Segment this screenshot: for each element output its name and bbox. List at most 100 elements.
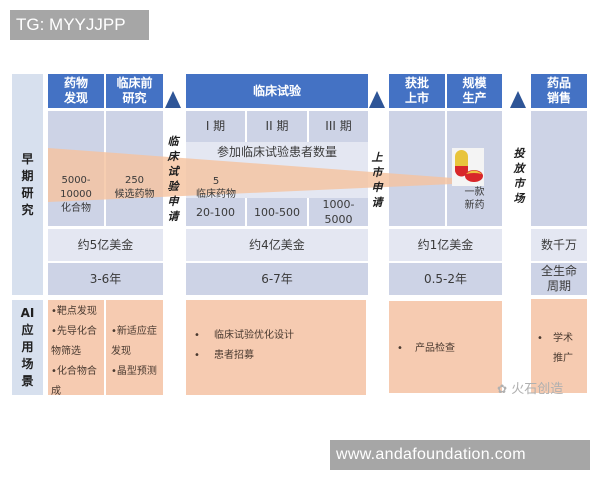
milestone-launch-label: 投 放 市 场: [512, 146, 526, 206]
ai-item: •靶点发现: [51, 306, 97, 317]
header-discovery-line2: 发现: [63, 91, 88, 105]
milestone-ind-char: 验: [167, 180, 179, 193]
phase-3: III 期: [309, 111, 368, 142]
bullet-icon: •: [537, 333, 543, 344]
ai-item: •晶型预测: [111, 366, 157, 377]
header-preclinical-line1: 临床前: [116, 76, 153, 90]
milestone-ind-char: 临: [167, 135, 179, 148]
ai-item: •新适应症: [111, 326, 157, 337]
ai-item: • 患者招募: [194, 346, 358, 366]
milestone-nda-char: 上: [371, 151, 383, 164]
header-approval: 获批上市: [389, 74, 445, 108]
top-watermark: TG: MYYJJPP: [10, 10, 149, 40]
header-sales-line2: 销售: [546, 91, 571, 105]
clinical-drug-count-unit: 临床药物: [196, 189, 236, 200]
header-preclinical-line2: 研究: [122, 91, 147, 105]
milestone-nda-char: 申: [371, 181, 383, 194]
ai-item-text: 患者招募: [214, 350, 254, 361]
patients-phase-3: 1000-5000: [309, 198, 368, 226]
wechat-icon: ✿: [497, 382, 508, 396]
ai-clinical: • 临床试验优化设计 • 患者招募: [186, 300, 366, 395]
ai-item-text: 学术推广: [553, 329, 573, 369]
duration-clinical: 6-7年: [186, 263, 368, 295]
ai-item: •先导化合: [51, 326, 97, 337]
row-label-early-research: 早期研究: [12, 74, 43, 295]
ai-item: •产品检查: [397, 339, 494, 359]
clinical-drug-count: 5 临床药物: [186, 175, 246, 201]
ai-item-text: 临床试验优化设计: [214, 330, 294, 341]
phase-1: I 期: [186, 111, 245, 142]
cost-sales: 数千万: [531, 229, 587, 261]
milestone-launch-char: 场: [513, 192, 525, 205]
ai-sales: • 学术推广: [531, 299, 587, 393]
row-label-early-text: 早期研究: [21, 151, 34, 217]
milestone-ind-char: 试: [167, 165, 179, 178]
cost-approval: 约1亿美金: [389, 229, 502, 261]
cost-clinical: 约4亿美金: [186, 229, 368, 261]
cell-approval-body: [389, 111, 445, 226]
milestone-triangle-launch: [510, 91, 526, 108]
ai-approval: •产品检查: [389, 301, 502, 393]
brand-watermark-text: 火石创造: [511, 382, 564, 397]
header-sales: 药品销售: [531, 74, 587, 108]
milestone-ind-char: 请: [167, 210, 179, 223]
new-drug-count-number: 一款: [464, 187, 485, 198]
header-clinical: 临床试验: [186, 74, 368, 108]
patients-label-text: 参加临床试验患者数量: [216, 145, 337, 159]
ai-item-text-line: 学术: [553, 333, 573, 344]
milestone-ind-label: 临 床 试 验 申 请: [166, 134, 180, 224]
pill-icon: [452, 148, 484, 186]
milestone-ind-char: 床: [167, 150, 179, 163]
milestone-triangle-ind: [165, 91, 181, 108]
discovery-count-unit: 化合物: [61, 203, 91, 214]
patients-phase-2: 100-500: [247, 198, 307, 226]
phase-2: II 期: [247, 111, 307, 142]
patients-phase-1: 20-100: [186, 198, 245, 226]
duration-sales-line1: 全生命: [540, 264, 577, 278]
header-approval-line1: 获批: [404, 76, 429, 90]
new-drug-count: 一款 新药: [447, 186, 502, 212]
brand-watermark: ✿ 火石创造: [497, 378, 563, 397]
discovery-count-number: 5000-10000: [60, 175, 92, 200]
preclinical-count: 250 候选药物: [106, 174, 163, 202]
milestone-nda-label: 上 市 申 请: [370, 150, 384, 210]
bullet-icon: •: [194, 350, 200, 361]
ai-item-text-line: 推广: [553, 353, 573, 364]
ai-item: • 临床试验优化设计: [194, 326, 358, 346]
header-production-line1: 规模: [462, 76, 487, 90]
header-sales-line1: 药品: [546, 76, 571, 90]
milestone-launch-char: 放: [513, 162, 525, 175]
bullet-icon: •: [194, 330, 200, 341]
new-drug-count-unit: 新药: [464, 200, 485, 211]
duration-early: 3-6年: [48, 263, 163, 295]
row-label-ai-text: AI应用场景: [20, 306, 35, 388]
clinical-drug-count-number: 5: [212, 176, 220, 187]
attrition-funnel: [48, 148, 453, 202]
milestone-triangle-nda: [369, 91, 385, 108]
milestone-launch-char: 投: [513, 147, 525, 160]
cell-sales-body: [531, 111, 587, 226]
ai-item: • 学术推广: [537, 329, 583, 369]
preclinical-count-number: 250: [124, 175, 145, 186]
duration-sales: 全生命 周期: [531, 263, 587, 295]
cost-early: 约5亿美金: [48, 229, 163, 261]
ai-item: •化合物合: [51, 366, 97, 377]
milestone-launch-char: 市: [513, 177, 525, 190]
duration-sales-line2: 周期: [546, 279, 571, 293]
header-preclinical: 临床前研究: [106, 74, 163, 108]
duration-approval: 0.5-2年: [389, 263, 502, 295]
ai-item: 成: [51, 386, 61, 397]
ai-preclinical: •新适应症 发现 •晶型预测: [106, 300, 163, 395]
header-production-line2: 生产: [462, 91, 487, 105]
ai-discovery: •靶点发现 •先导化合 物筛选 •化合物合 成: [48, 300, 104, 397]
milestone-nda-char: 市: [371, 166, 383, 179]
discovery-count: 5000-10000 化合物: [48, 174, 104, 216]
row-label-ai: AI应用场景: [12, 300, 43, 395]
header-approval-line2: 上市: [404, 91, 429, 105]
header-discovery-line1: 药物: [63, 76, 88, 90]
milestone-nda-char: 请: [371, 196, 383, 209]
header-discovery: 药物发现: [48, 74, 104, 108]
milestone-ind-char: 申: [167, 195, 179, 208]
header-production: 规模生产: [447, 74, 502, 108]
bullet-icon: •: [397, 343, 403, 354]
